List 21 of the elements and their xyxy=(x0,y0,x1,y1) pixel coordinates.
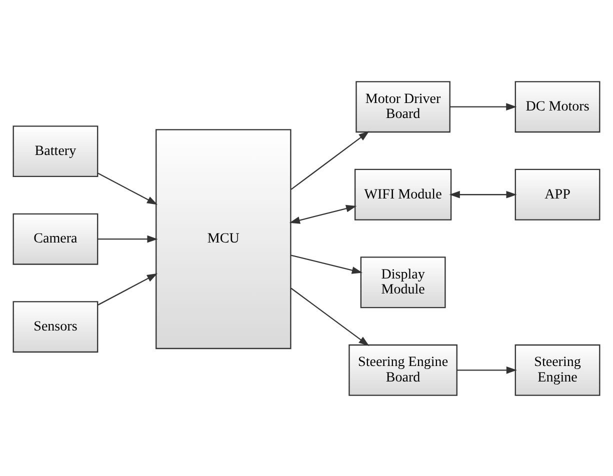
node-box: MCU xyxy=(156,128,292,349)
node-box: Steering Engine xyxy=(514,344,600,396)
node-box: DC Motors xyxy=(514,80,600,132)
node-box: Display Module xyxy=(360,256,446,308)
arrow xyxy=(290,254,362,274)
node-box: APP xyxy=(514,168,600,220)
arrow xyxy=(98,272,158,305)
node-box: Motor Driver Board xyxy=(356,80,450,132)
node-box: Sensors xyxy=(12,300,98,352)
node-box: Battery xyxy=(12,125,98,177)
node-box: Steering Engine Board xyxy=(348,344,458,396)
arrow xyxy=(289,204,357,224)
arrow xyxy=(450,102,517,110)
arrow xyxy=(449,190,517,198)
node-box: Camera xyxy=(12,212,98,264)
arrow xyxy=(290,130,370,190)
arrow xyxy=(290,287,370,346)
node-box: WIFI Module xyxy=(354,168,452,220)
arrow xyxy=(457,366,517,374)
arrow xyxy=(98,234,158,242)
arrow xyxy=(98,172,158,204)
